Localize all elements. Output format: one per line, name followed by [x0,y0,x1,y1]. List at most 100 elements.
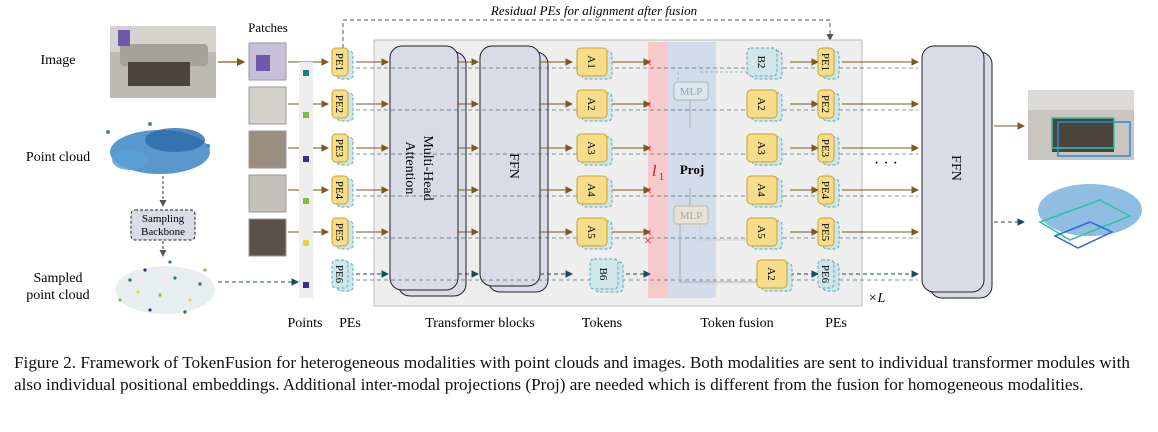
token-a4-text: A4 [585,183,597,197]
points-column [299,62,313,298]
point-marker [303,282,309,288]
proj-label: Proj [680,162,704,177]
fusion-token-4-text: A4 [755,183,767,197]
output-image-detection [1028,90,1134,160]
pe-right-3: PE3 [817,133,840,166]
token-fusion-label: Token fusion [700,316,773,331]
point-marker [303,156,309,162]
fusion-token-1-text: B2 [755,56,767,69]
pe-right-4-text: PE4 [819,181,831,200]
pe-left-3-text: PE3 [333,139,345,158]
point-cloud-image [106,122,210,174]
fusion-token-2-text: A2 [755,97,767,110]
pe-right-3-text: PE3 [819,139,831,158]
points-axis-label: Points [287,316,322,331]
token-a3: A3 [576,133,613,166]
pe-left-3: PE3 [331,133,354,166]
pe-right-4: PE4 [817,175,840,208]
transformer-blocks-label: Transformer blocks [425,316,535,331]
mha-label-line2: Attention [402,142,417,195]
pes-axis-label: PEs [339,316,361,331]
fusion-token-5-text: A5 [755,225,767,239]
token-a2: A2 [576,89,613,122]
point-markers [303,70,309,288]
pe-left-6: PE6 [331,259,354,292]
pruning-crosses: ×××××× [644,56,652,249]
ffn-outer-label: FFN [948,155,963,181]
times-l-label: ×L [868,291,885,306]
patches-label: Patches [248,20,288,35]
input-image [110,26,216,98]
fusion-token-6-text: A2 [765,267,777,280]
pe-right-6: PE6 [817,259,840,292]
pe-right-5-text: PE5 [819,223,831,242]
patch-thumbnails [248,42,287,257]
token-a1-text: A1 [585,55,597,68]
cross-mark: × [644,234,652,249]
point-cloud-label: Point cloud [26,150,90,165]
token-b6-text: B6 [597,268,609,281]
pes-right-label: PEs [825,316,847,331]
figure-caption: Figure 2. Framework of TokenFusion for h… [14,353,1130,394]
point-marker [303,198,309,204]
mlp-bottom-label: MLP [680,210,703,222]
mha-label-line1: Multi-Head [420,135,435,200]
cross-mark: × [644,184,652,199]
pe-left-5: PE5 [331,217,354,250]
token-a5-text: A5 [585,225,597,239]
pe-left-2: PE2 [331,89,354,122]
residual-pe-label: Residual PEs for alignment after fusion [490,3,697,18]
ffn-inner-label: FFN [506,153,521,179]
fusion-token-2: A2 [746,89,783,122]
l1-strip [648,42,668,298]
pe-left-5-text: PE5 [333,223,345,242]
fusion-token-3: A3 [746,133,783,166]
pe-left-2-text: PE2 [333,95,345,113]
sampling-backbone-box [130,209,196,241]
pe-left-6-text: PE6 [333,265,345,284]
cross-mark: × [644,56,652,71]
sampled-label-line2: point cloud [26,288,89,303]
output-point-cloud-detection [1038,184,1142,249]
pe-left-4: PE4 [331,175,354,208]
l1-symbol: l [652,163,657,180]
pe-left-1: PE1 [331,47,354,80]
token-b6: B6 [589,258,624,293]
fusion-token-3-text: A3 [755,141,767,155]
pe-right-2: PE2 [817,89,840,122]
pe-left-4-text: PE4 [333,181,345,200]
token-a3-text: A3 [585,141,597,155]
mlp-top-label: MLP [680,86,703,98]
fusion-token-4: A4 [746,175,783,208]
point-marker [303,112,309,118]
token-a2-text: A2 [585,97,597,110]
point-marker [303,70,309,76]
multi-head-attention-block [389,45,467,297]
cross-mark: × [644,226,652,241]
token-a4: A4 [576,175,613,208]
token-a1: A1 [576,47,613,80]
ffn-block-inner [479,45,549,293]
cross-mark: × [644,98,652,113]
fusion-token-5: A5 [746,217,783,250]
pe-right-5: PE5 [817,217,840,250]
backbone-label: Backbone [141,226,185,238]
framework-figure: Image Point cloud Sampled point cloud Sa… [26,3,1142,331]
cross-mark: × [644,142,652,157]
residual-pe-line [342,19,834,48]
flow-lines [356,58,920,281]
pe-right-1-text: PE1 [819,53,831,71]
sampled-point-cloud-image [115,260,215,314]
sampled-label-line1: Sampled [34,271,83,286]
pe-right-2-text: PE2 [819,95,831,113]
pe-right-6-text: PE6 [819,265,831,284]
ffn-block-outer [921,45,993,299]
tokens-label: Tokens [582,316,622,331]
l1-subscript: 1 [659,172,664,183]
token-a5: A5 [576,217,613,250]
fusion-token-1: B2 [746,47,783,80]
